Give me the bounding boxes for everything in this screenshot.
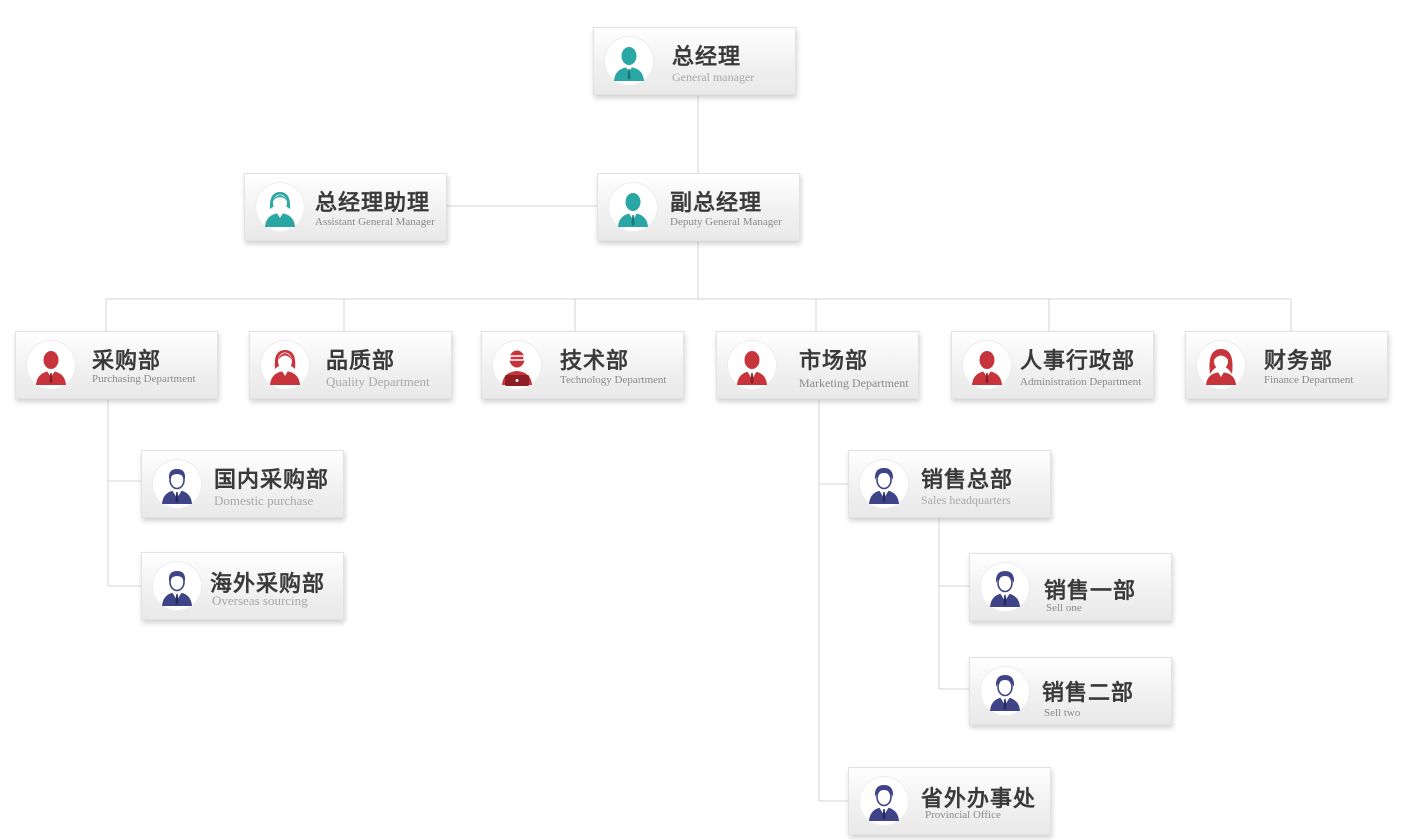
node-sales-headquarters[interactable]: 销售总部 Sales headquarters xyxy=(848,450,1051,518)
node-subtitle: Provincial Office xyxy=(925,809,1001,821)
node-subtitle: Marketing Department xyxy=(799,376,909,390)
male-staff-icon xyxy=(152,459,202,509)
node-subtitle: Overseas sourcing xyxy=(212,593,308,608)
node-subtitle: Assistant General Manager xyxy=(315,216,435,228)
node-title: 省外办事处 xyxy=(921,786,1037,811)
node-technology-department[interactable]: 技术部 Technology Department xyxy=(481,331,684,399)
node-subtitle: Domestic purchase xyxy=(214,493,314,508)
male-staff-icon xyxy=(859,776,909,826)
male-staff-icon xyxy=(152,561,202,611)
male-employee-icon xyxy=(26,340,76,390)
node-finance-department[interactable]: 财务部 Finance Department xyxy=(1185,331,1388,399)
node-subtitle: Technology Department xyxy=(560,374,667,386)
node-sell-two[interactable]: 销售二部 Sell two xyxy=(969,657,1172,725)
node-title: 销售一部 xyxy=(1044,578,1137,603)
node-provincial-office[interactable]: 省外办事处 Provincial Office xyxy=(848,767,1051,835)
node-title: 财务部 xyxy=(1264,348,1334,373)
node-subtitle: Quality Department xyxy=(326,374,430,389)
node-subtitle: General manager xyxy=(672,70,755,84)
node-title: 品质部 xyxy=(326,348,396,373)
node-overseas-sourcing[interactable]: 海外采购部 Overseas sourcing xyxy=(141,552,344,620)
node-title: 国内采购部 xyxy=(214,467,330,492)
male-deputy-icon xyxy=(608,182,658,232)
male-employee-icon xyxy=(727,340,777,390)
male-employee-icon xyxy=(962,340,1012,390)
male-staff-icon xyxy=(859,459,909,509)
male-manager-icon xyxy=(604,36,654,86)
node-title: 销售总部 xyxy=(921,467,1014,492)
node-title: 技术部 xyxy=(560,348,630,373)
node-marketing-department[interactable]: 市场部 Marketing Department xyxy=(716,331,919,399)
engineer-laptop-icon xyxy=(492,340,542,390)
male-staff-icon xyxy=(980,666,1030,716)
node-subtitle: Deputy General Manager xyxy=(670,216,782,228)
node-deputy-general-manager[interactable]: 副总经理 Deputy General Manager xyxy=(597,173,800,241)
node-purchasing-department[interactable]: 采购部 Purchasing Department xyxy=(15,331,218,399)
node-subtitle: Finance Department xyxy=(1264,374,1354,386)
node-general-manager[interactable]: 总经理 General manager xyxy=(593,27,796,95)
node-subtitle: Purchasing Department xyxy=(92,373,196,385)
node-domestic-purchase[interactable]: 国内采购部 Domestic purchase xyxy=(141,450,344,518)
node-subtitle: Sell two xyxy=(1044,707,1081,719)
node-title: 销售二部 xyxy=(1042,680,1135,705)
node-title: 市场部 xyxy=(799,348,869,373)
node-sell-one[interactable]: 销售一部 Sell one xyxy=(969,553,1172,621)
female-assistant-icon xyxy=(255,182,305,232)
node-assistant-general-manager[interactable]: 总经理助理 Assistant General Manager xyxy=(244,173,447,241)
male-staff-icon xyxy=(980,562,1030,612)
node-title: 总经理 xyxy=(672,44,742,69)
node-subtitle: Administration Department xyxy=(1020,376,1142,388)
node-title: 海外采购部 xyxy=(210,571,326,596)
node-quality-department[interactable]: 品质部 Quality Department xyxy=(249,331,452,399)
node-subtitle: Sales headquarters xyxy=(921,493,1011,507)
node-administration-department[interactable]: 人事行政部 Administration Department xyxy=(951,331,1154,399)
female-employee-icon xyxy=(260,340,310,390)
node-subtitle: Sell one xyxy=(1046,602,1082,614)
node-title: 副总经理 xyxy=(670,190,763,215)
node-title: 总经理助理 xyxy=(315,190,431,215)
female-employee-icon xyxy=(1196,340,1246,390)
node-title: 人事行政部 xyxy=(1020,348,1136,373)
node-title: 采购部 xyxy=(92,348,162,373)
